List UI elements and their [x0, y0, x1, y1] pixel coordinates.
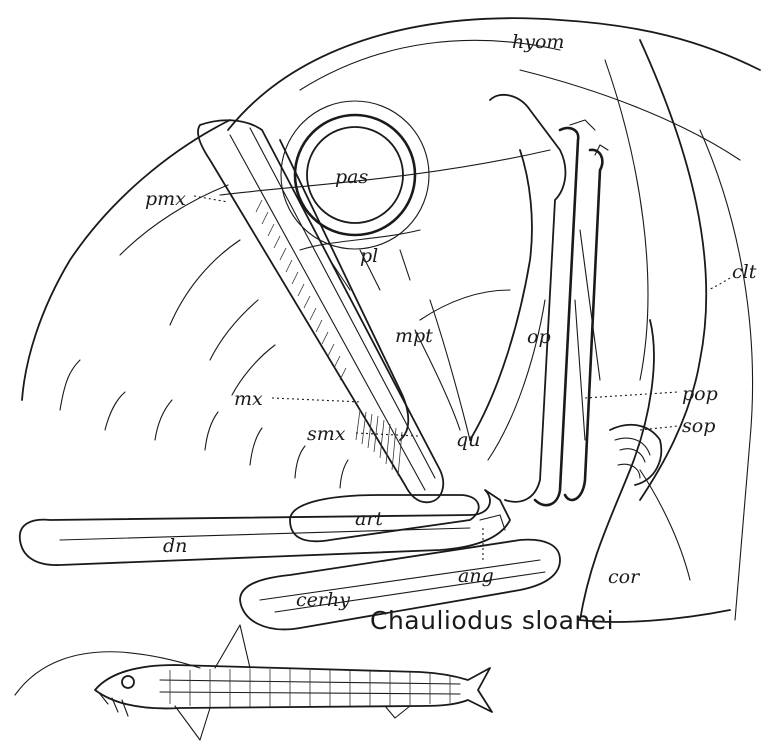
label-sop: sop — [682, 415, 715, 437]
lower-jaw — [20, 490, 510, 565]
species-caption: Chauliodus sloanei — [370, 606, 614, 635]
label-ang: ang — [458, 565, 494, 587]
eye-rings — [220, 101, 550, 249]
label-qu: qu — [456, 429, 480, 451]
label-pop: pop — [682, 383, 718, 405]
label-cor: cor — [608, 566, 641, 588]
label-mpt: mpt — [395, 325, 433, 347]
hyomandibular-opercular — [490, 95, 661, 505]
fish-sketch — [15, 625, 492, 740]
label-op: op — [527, 326, 551, 348]
label-dn: dn — [163, 535, 187, 557]
label-pmx: pmx — [145, 188, 186, 210]
label-smx: smx — [307, 423, 346, 445]
head-outline — [228, 18, 760, 620]
label-art: art — [355, 508, 383, 530]
label-pl: pl — [360, 245, 378, 267]
label-hyom: hyom — [512, 31, 564, 53]
label-clt: clt — [732, 261, 757, 283]
label-pas: pas — [335, 166, 368, 188]
fin-rays — [22, 120, 348, 488]
label-cerhy: cerhy — [296, 589, 350, 611]
leader-lines — [194, 196, 730, 563]
label-mx: mx — [234, 388, 263, 410]
palatoquadrate — [300, 150, 545, 460]
